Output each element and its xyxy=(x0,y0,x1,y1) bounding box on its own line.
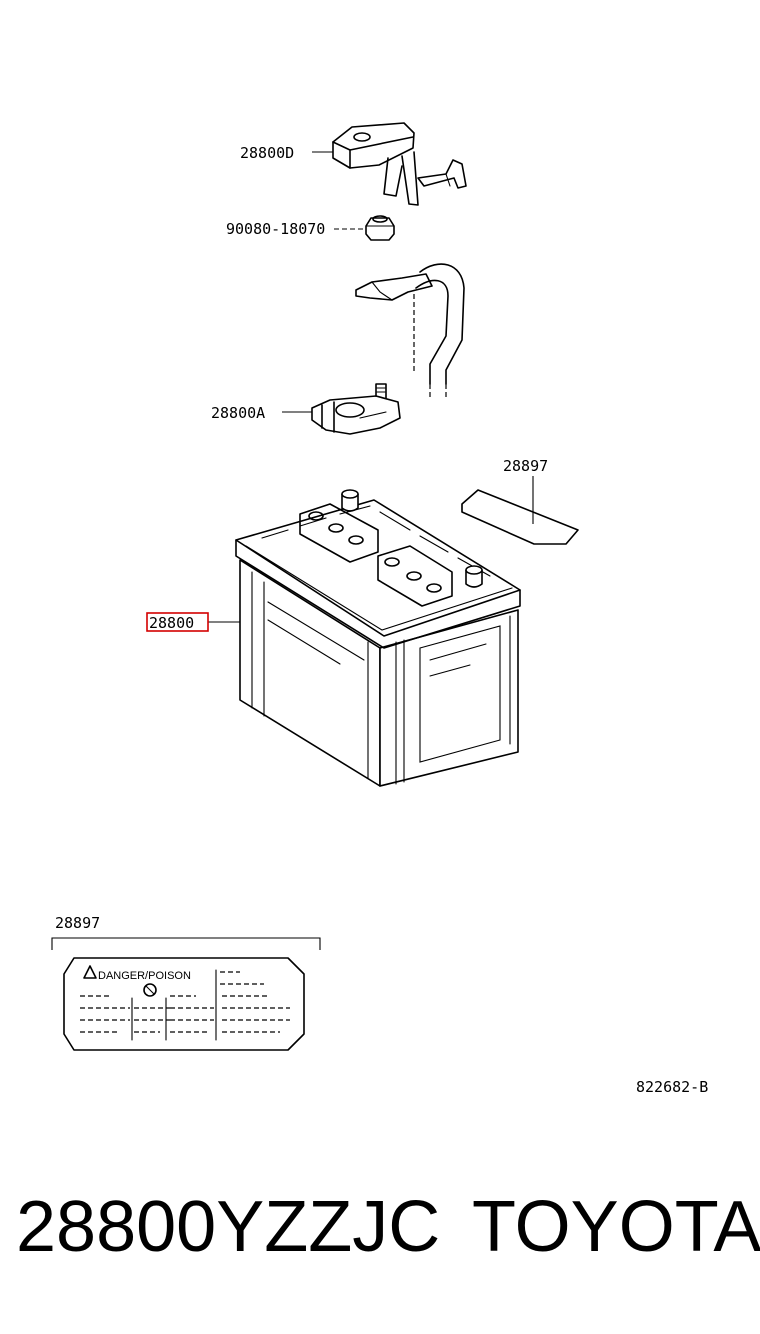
nut-part xyxy=(365,215,395,241)
brand-name: TOYOTA xyxy=(472,1187,760,1267)
callout-terminal[interactable]: 28800A xyxy=(211,404,265,422)
label-sheet-part xyxy=(461,489,579,545)
callout-label-top[interactable]: 28897 xyxy=(503,457,548,475)
battery-part xyxy=(235,489,521,787)
battery-callout-highlight xyxy=(146,612,209,632)
callout-label-detail[interactable]: 28897 xyxy=(55,914,100,932)
callout-terminal-cover[interactable]: 28800D xyxy=(240,144,294,162)
terminal-cover-part xyxy=(332,122,467,206)
warning-label-detail: DANGER/POISON xyxy=(63,957,305,1051)
part-number: 28800YZZJC xyxy=(16,1187,441,1267)
diagram-id: 822682-B xyxy=(636,1078,708,1096)
cable-part xyxy=(355,263,465,398)
detail-bracket xyxy=(51,937,321,950)
callout-nut[interactable]: 90080-18070 xyxy=(226,220,325,238)
danger-poison-text: DANGER/POISON xyxy=(98,970,191,982)
callout-battery[interactable]: 28800 xyxy=(149,614,194,632)
terminal-clamp-part xyxy=(311,383,401,435)
